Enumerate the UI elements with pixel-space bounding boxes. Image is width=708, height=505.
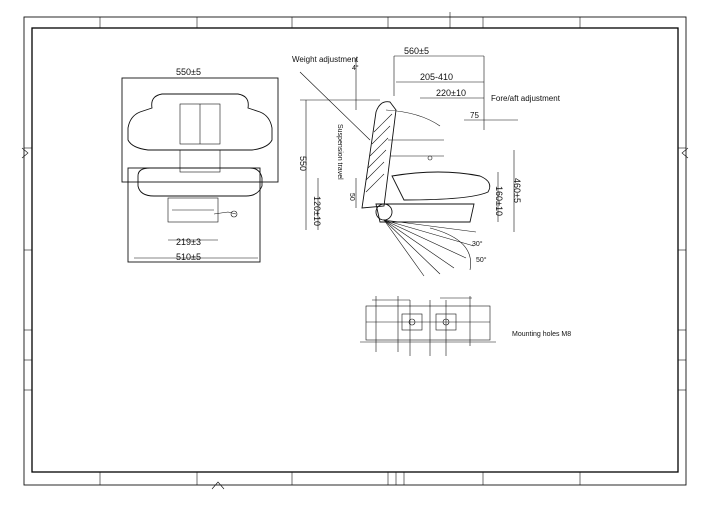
front-view-backrest-box (121, 77, 279, 183)
bottom-view: Mounting holes M8 (360, 296, 571, 356)
adjust-lever (213, 211, 237, 215)
recline-fan (383, 219, 477, 277)
inner-frame (31, 27, 679, 473)
side-dim-160: 160±10 (494, 186, 504, 216)
frame-ticks-top (99, 12, 581, 28)
angle-50: 50° (476, 256, 487, 264)
side-dim-460: 460±5 (512, 178, 522, 203)
front-dim-219: 219±3 (176, 237, 201, 247)
weight-adjustment-label: Weight adjustment (292, 55, 359, 64)
front-dim-550: 550±5 (176, 67, 201, 77)
side-dim-120: 120±10 (312, 196, 322, 226)
bottom-view-outline (365, 305, 491, 341)
side-dim-550-height: 550 (298, 156, 308, 171)
outer-frame (23, 16, 687, 486)
frame-ticks-side (24, 147, 686, 391)
front-view-suspension (179, 149, 221, 173)
front-view-seat-cushion (137, 167, 263, 197)
side-dim-220: 220±10 (436, 88, 466, 98)
center-mark-left (21, 147, 29, 159)
suspension-label: Suspension travel (336, 124, 343, 180)
angle-30: 30° (472, 240, 483, 248)
front-view: 219±3 510±5 550±5 (121, 67, 279, 263)
angle-small: 4° (352, 64, 359, 72)
side-base (375, 203, 475, 223)
mounting-note: Mounting holes M8 (512, 331, 571, 338)
front-dim-510: 510±5 (176, 252, 201, 262)
fore-aft-label: Fore/aft adjustment (491, 94, 561, 103)
center-mark-right (681, 147, 689, 159)
center-mark-bottom (211, 481, 225, 490)
front-view-mechanism (167, 197, 219, 223)
side-seat-cushion (391, 171, 491, 201)
suspension-value: 50 (348, 193, 355, 201)
fore-aft-value: 75 (470, 111, 479, 120)
side-dim-560: 560±5 (404, 46, 429, 56)
front-view-backrest (127, 93, 273, 151)
side-backrest (361, 101, 397, 209)
side-view: 560±5 205-410 220±10 Fore/aft adjustment… (292, 46, 561, 277)
backrest-hatching (365, 113, 393, 193)
frame-ticks-bottom (99, 472, 581, 485)
side-dim-410: 205-410 (420, 72, 453, 82)
side-armrest (385, 109, 444, 157)
